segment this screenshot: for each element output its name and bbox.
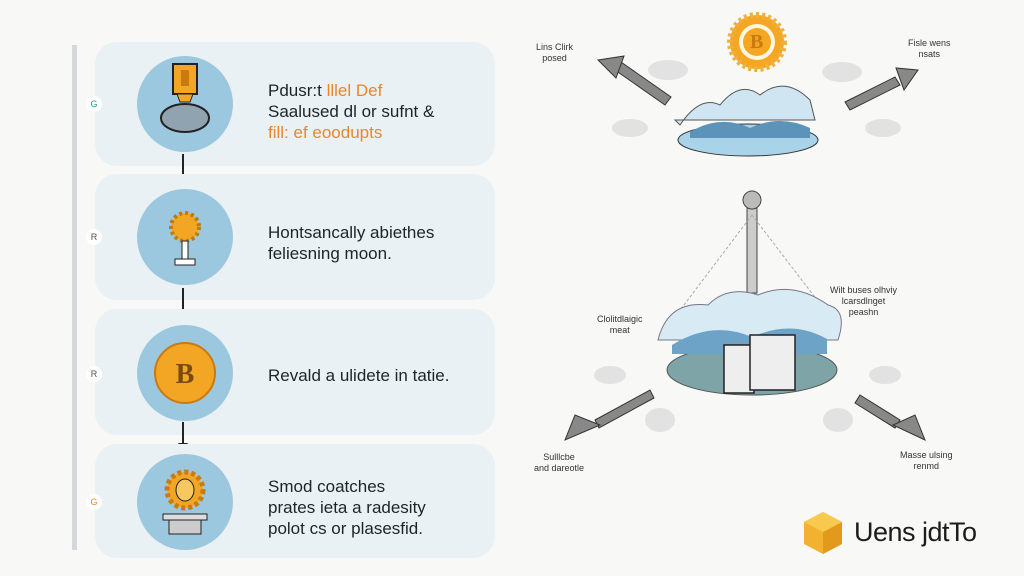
step-1-line-2: Saalused dl or sufnt & — [268, 102, 435, 121]
step-text-4: Smod coatches prates ieta a radesity pol… — [268, 476, 426, 539]
step-4-line-1: Smod coatches — [268, 477, 386, 496]
step-1-line-1a: Pdusr:t — [268, 81, 327, 100]
bitcoin-sun-icon — [727, 12, 787, 72]
coin-letter: B — [750, 31, 764, 53]
wind-icon — [594, 60, 901, 432]
step-1-line-3: fill: ef eoodupts — [268, 123, 383, 142]
step-4-line-2: prates ieta a radesity — [268, 498, 426, 517]
svg-text:B: B — [176, 359, 195, 390]
logo-text: Uens jdtTo — [854, 516, 977, 547]
arrow-top-right-icon — [844, 67, 919, 111]
buildings-icon — [723, 334, 796, 394]
step-badge-icon: G — [86, 494, 102, 510]
coin-icon: B — [137, 325, 233, 421]
floating-island-icon — [673, 85, 819, 157]
step-badge-icon: G — [86, 96, 102, 112]
sun-trophy-icon — [137, 189, 233, 285]
step-text-2: Hontsancally abiethes feliesning moon. — [268, 222, 434, 264]
step-1-line-1b: lllel Def — [326, 81, 383, 100]
step-badge-icon: R — [86, 366, 102, 382]
arrow-top-left-icon — [596, 55, 672, 106]
brand-logo: Uens jdtTo — [802, 508, 977, 556]
arrow-bottom-left-icon — [564, 389, 655, 441]
step-2-line-2: feliesning moon. — [268, 244, 392, 263]
step-4-line-3: polot cs or plasesfid. — [268, 519, 423, 538]
arrow-bottom-right-icon — [854, 394, 926, 441]
step-text-3: Revald a ulidete in tatie. — [268, 366, 450, 385]
timeline-bar — [72, 45, 77, 550]
step-badge-icon: R — [86, 229, 102, 245]
cube-logo-icon — [804, 512, 842, 554]
piggy-bank-document-icon — [137, 56, 233, 152]
step-text-1: Pdusr:t lllel Def Saalused dl or sufnt &… — [268, 80, 434, 143]
sun-pedestal-icon — [137, 454, 233, 550]
step-2-line-1: Hontsancally abiethes — [268, 223, 435, 242]
